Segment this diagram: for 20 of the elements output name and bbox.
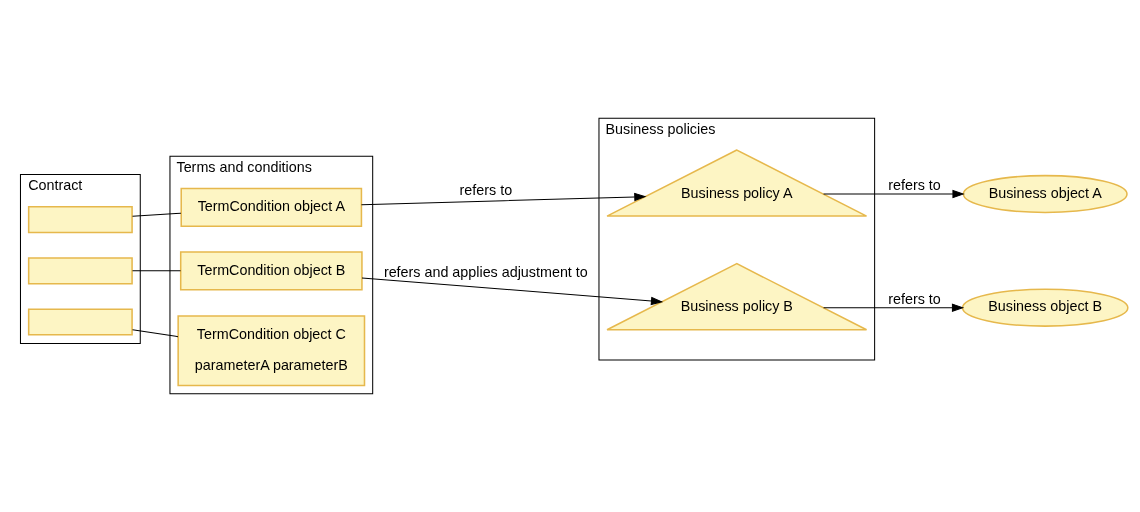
cluster: Contract [19, 174, 141, 345]
connector [132, 212, 182, 217]
edge-label: refers to [459, 182, 513, 199]
node-box: TermCondition object C parameterA parameterB [177, 315, 366, 387]
arrow [823, 189, 965, 199]
node-box [27, 308, 133, 336]
node-box: TermCondition object B [179, 251, 363, 291]
edge-label: refers and applies adjustment to [383, 264, 588, 281]
node-box [27, 257, 133, 285]
edge-label: refers to [888, 290, 941, 307]
edge-label: refers to [888, 177, 941, 194]
arrow [361, 277, 664, 306]
connector [132, 270, 182, 272]
arrow [823, 303, 965, 312]
node-box: TermCondition object A [180, 187, 363, 228]
arrow [360, 192, 647, 206]
node-ellipse: Business object B [961, 288, 1129, 327]
node-box [27, 206, 133, 234]
connector [132, 329, 179, 338]
node-ellipse: Business object A [962, 174, 1128, 214]
